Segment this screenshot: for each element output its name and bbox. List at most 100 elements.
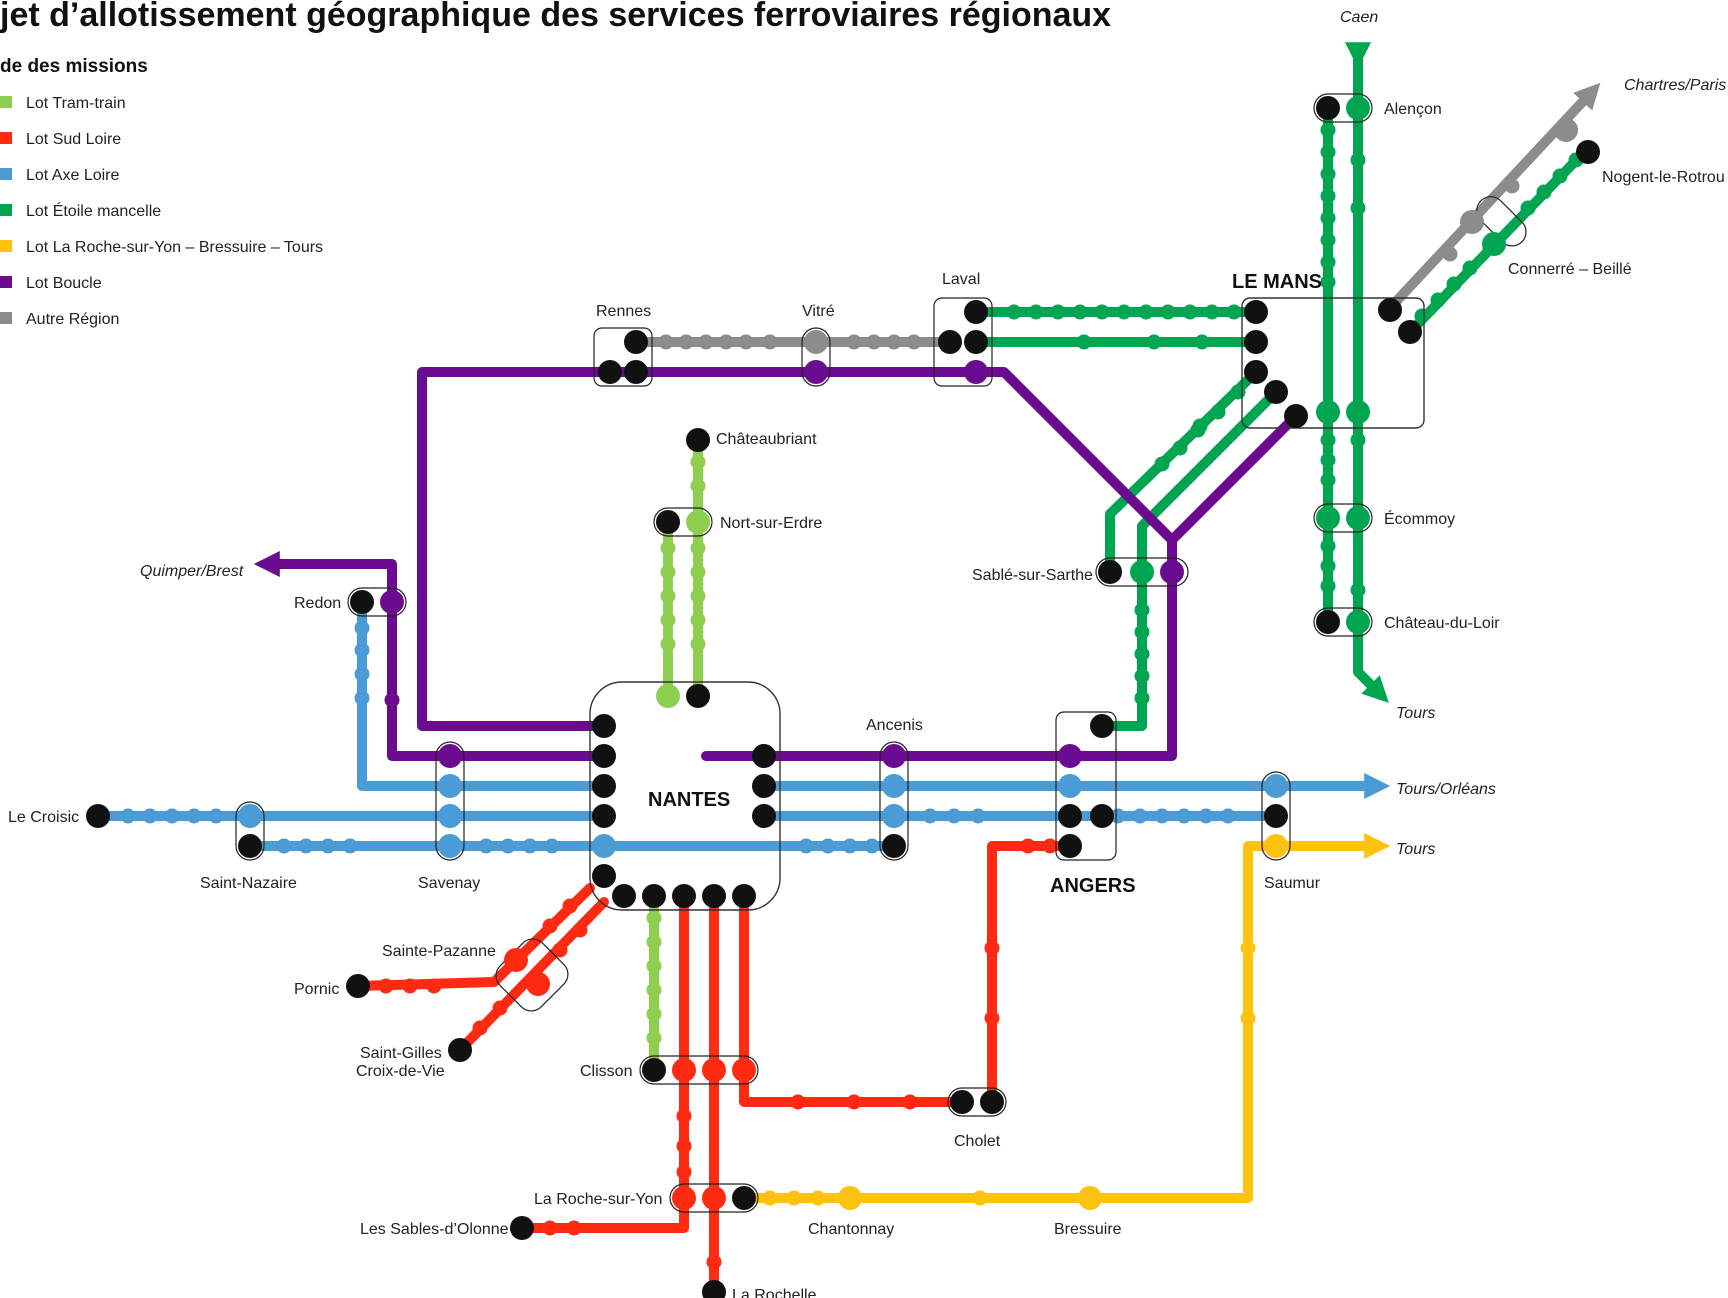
intermediate-stop-12-6 xyxy=(1176,808,1192,824)
station-dot-49 xyxy=(672,884,696,908)
station-dot-55 xyxy=(438,744,462,768)
intermediate-stop-11-2 xyxy=(320,838,336,854)
station-dot-88 xyxy=(1078,1186,1102,1210)
station-dot-82 xyxy=(672,1186,696,1210)
intermediate-stop-7-3 xyxy=(1134,668,1150,684)
label-clisson: Clisson xyxy=(580,1063,632,1080)
intermediate-stop-3-1 xyxy=(1350,200,1366,216)
intermediate-stop-11-10 xyxy=(842,838,858,854)
intermediate-stop-12-5 xyxy=(1154,808,1170,824)
label-sable: Sablé-sur-Sarthe xyxy=(972,567,1093,584)
legend-label-autre-region: Autre Région xyxy=(26,311,119,328)
intermediate-stop-5-5 xyxy=(1462,260,1478,276)
line-green-lemans-sable-1 xyxy=(1105,367,1261,577)
intermediate-stop-4-8 xyxy=(1182,304,1198,320)
intermediate-stop-14-18 xyxy=(902,1094,918,1110)
box-ancenis xyxy=(879,741,909,861)
station-dot-52 xyxy=(86,804,110,828)
intermediate-stop-0-2 xyxy=(698,334,714,350)
intermediate-stop-14-12 xyxy=(676,1164,692,1180)
intermediate-stop-12-1 xyxy=(946,808,962,824)
intermediate-stop-13-0 xyxy=(690,454,706,470)
station-dot-2 xyxy=(624,360,648,384)
intermediate-stop-14-15 xyxy=(566,1220,582,1236)
station-dot-9 xyxy=(1244,300,1268,324)
station-dot-80 xyxy=(950,1090,974,1114)
station-dot-40 xyxy=(592,774,616,798)
intermediate-stop-14-0 xyxy=(562,898,578,914)
dest-chartres-paris: Chartres/Paris xyxy=(1624,77,1726,94)
intermediate-stop-13-8 xyxy=(690,564,706,580)
legend-label-etoile-mancelle: Lot Étoile mancelle xyxy=(26,201,161,220)
station-dot-45 xyxy=(752,774,776,798)
legend-heading: de des missions xyxy=(0,56,148,77)
intermediate-stop-13-3 xyxy=(660,564,676,580)
station-dot-0 xyxy=(624,330,648,354)
intermediate-stop-5-3 xyxy=(1520,200,1536,216)
station-dot-59 xyxy=(882,744,906,768)
station-dot-63 xyxy=(1090,714,1114,738)
box-laval xyxy=(933,297,993,387)
intermediate-stop-13-16 xyxy=(646,1006,662,1022)
legend-label-la-roche-bressuire-tours: Lot La Roche-sur-Yon – Bressuire – Tours xyxy=(26,239,323,256)
station-dot-30 xyxy=(1130,560,1154,584)
intermediate-stop-4-6 xyxy=(1138,304,1154,320)
intermediate-stop-10-2 xyxy=(164,808,180,824)
label-chateaubriant: Châteaubriant xyxy=(716,431,817,448)
intermediate-stop-11-9 xyxy=(820,838,836,854)
line-purple-boucle-north xyxy=(417,367,1177,761)
intermediate-stop-4-10 xyxy=(1226,304,1242,320)
lines xyxy=(93,42,1601,1297)
dest-tours-orleans: Tours/Orléans xyxy=(1396,781,1496,798)
intermediate-stop-14-16 xyxy=(790,1094,806,1110)
station-dot-39 xyxy=(592,744,616,768)
intermediate-stop-14-4 xyxy=(402,978,418,994)
label-saint-gilles-line2: Croix-de-Vie xyxy=(356,1063,445,1080)
station-dot-11 xyxy=(1244,360,1268,384)
intermediate-stop-5-8 xyxy=(1414,308,1430,324)
intermediate-stop-12-2 xyxy=(970,808,986,824)
station-dot-50 xyxy=(702,884,726,908)
intermediate-stop-10-0 xyxy=(120,808,136,824)
station-dot-43 xyxy=(592,864,616,888)
intermediate-stop-13-13 xyxy=(646,934,662,950)
intermediate-stop-11-6 xyxy=(522,838,538,854)
intermediate-stop-15-0 xyxy=(762,1190,778,1206)
legend: de des missions Lot Tram-train Lot Sud L… xyxy=(0,56,323,328)
legend-swatch-tram-train xyxy=(0,96,12,108)
intermediate-stop-13-14 xyxy=(646,958,662,974)
box-nogent-connerre-1 xyxy=(1476,196,1527,247)
station-dot-25 xyxy=(656,510,680,534)
station-dot-6 xyxy=(938,330,962,354)
line-blue-redon xyxy=(357,597,599,791)
station-dot-5 xyxy=(964,300,988,324)
legend-swatch-la-roche-bressuire-tours xyxy=(0,240,12,252)
station-dot-68 xyxy=(1058,834,1082,858)
station-dot-70 xyxy=(1264,804,1288,828)
intermediate-stop-2-4 xyxy=(1320,210,1336,226)
intermediate-stop-4-4 xyxy=(1094,304,1110,320)
legend-label-axe-loire: Lot Axe Loire xyxy=(26,167,120,184)
station-dot-34 xyxy=(1316,610,1340,634)
intermediate-stop-2-10 xyxy=(1320,472,1336,488)
intermediate-stop-1-0 xyxy=(1504,178,1520,194)
intermediate-stop-0-3 xyxy=(718,334,734,350)
station-dot-66 xyxy=(1058,804,1082,828)
intermediate-stop-0-5 xyxy=(762,334,778,350)
station-dot-76 xyxy=(642,1058,666,1082)
station-dot-71 xyxy=(1264,834,1288,858)
label-ancenis: Ancenis xyxy=(866,717,923,734)
station-dot-36 xyxy=(656,684,680,708)
intermediate-stop-2-0 xyxy=(1320,122,1336,138)
intermediate-stop-13-2 xyxy=(660,540,676,556)
intermediate-stop-2-6 xyxy=(1320,254,1336,270)
intermediate-stop-4-0 xyxy=(1006,304,1022,320)
station-dot-27 xyxy=(350,590,374,614)
station-dot-24 xyxy=(686,428,710,452)
intermediate-stop-2-5 xyxy=(1320,232,1336,248)
station-dot-31 xyxy=(1160,560,1184,584)
intermediate-stop-0-7 xyxy=(866,334,882,350)
line-green-caen-tours xyxy=(1345,42,1389,703)
legend-swatch-boucle xyxy=(0,276,12,288)
